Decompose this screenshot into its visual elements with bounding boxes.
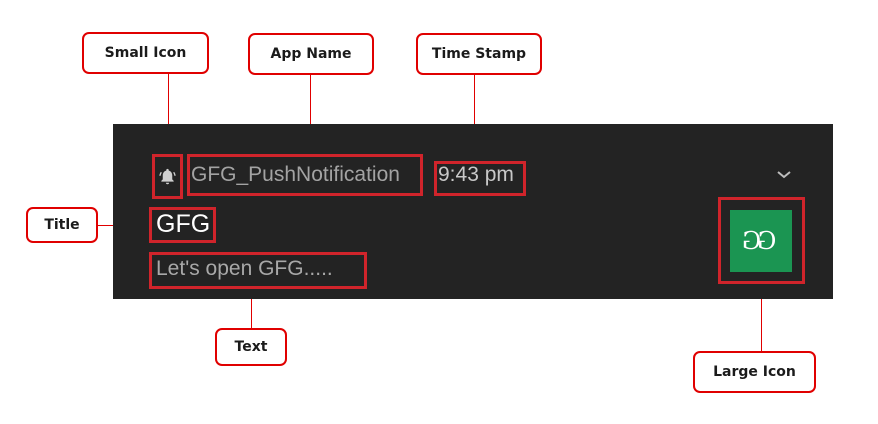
text-highlight (149, 252, 367, 289)
annotation-small-icon: Small Icon (82, 32, 209, 74)
connector-large-icon (761, 290, 762, 351)
annotation-text: Text (215, 328, 287, 366)
notification-card[interactable] (113, 124, 833, 299)
large-icon-highlight (718, 197, 805, 284)
annotation-large-icon: Large Icon (693, 351, 816, 393)
bell-icon (159, 168, 176, 185)
annotation-time-stamp: Time Stamp (416, 33, 542, 75)
annotation-app-name: App Name (248, 33, 374, 75)
notification-title: GFG (156, 210, 211, 238)
connector-small-icon (168, 74, 169, 154)
notification-text: Let's open GFG..... (156, 257, 333, 280)
app-name-highlight (187, 154, 423, 196)
gfg-logo-icon: GG (745, 227, 777, 255)
chevron-down-icon[interactable] (776, 170, 792, 180)
large-icon: GG (730, 210, 792, 272)
annotation-title: Title (26, 207, 98, 243)
timestamp-highlight (434, 161, 526, 196)
app-name: GFG_PushNotification (191, 163, 400, 186)
small-icon-highlight (152, 154, 183, 199)
connector-text (251, 295, 252, 328)
connector-app-name (310, 75, 311, 155)
title-highlight (149, 207, 216, 243)
connector-time-stamp (474, 75, 475, 161)
timestamp: 9:43 pm (438, 163, 514, 186)
